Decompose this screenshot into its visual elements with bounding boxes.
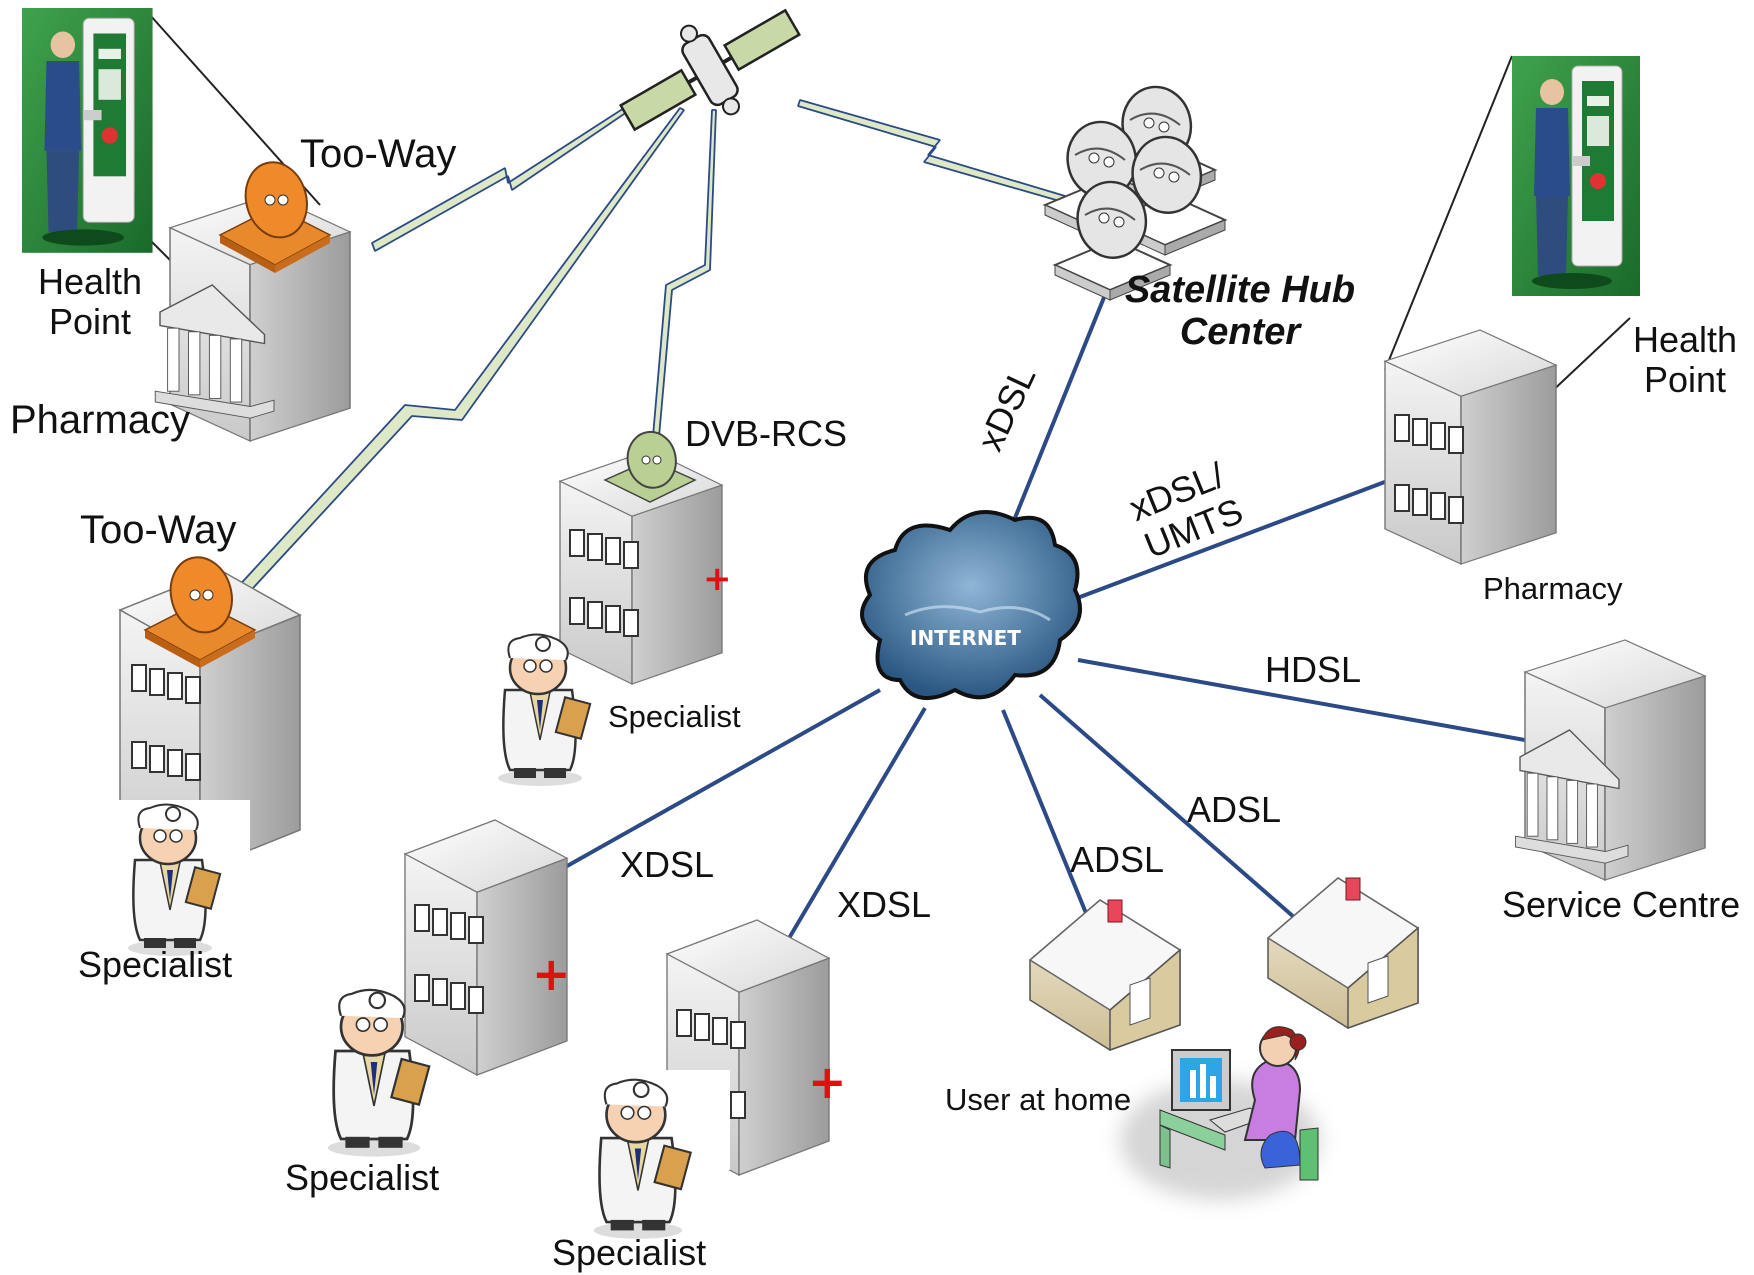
wired-links	[559, 289, 1526, 947]
house-right-icon	[1267, 877, 1419, 1029]
link-sat-too-way	[234, 107, 685, 601]
link-sat-dvb-rcs	[651, 109, 717, 449]
house-left-icon	[1029, 899, 1181, 1051]
label-specialist-bottom-left: Specialist	[285, 1157, 440, 1198]
label-pharmacy-left: Pharmacy	[10, 398, 191, 442]
link-internet-pharmacy-right	[1071, 478, 1391, 602]
link-internet-house-left	[1001, 709, 1090, 919]
satellite-hub-icon	[1043, 80, 1227, 302]
label-pharmacy-right: Pharmacy	[1483, 571, 1623, 606]
label-dvb-rcs: DVB-RCS	[685, 413, 848, 454]
link-hub-internet	[996, 289, 1109, 561]
hospital-left: +	[404, 819, 571, 1076]
label-specialist-bottom: Specialist	[552, 1232, 707, 1273]
satellite-icon	[619, 8, 801, 132]
label-xdsl-mid: XDSL	[837, 884, 932, 925]
label-satellite-hub-center: Satellite Hub Center	[1124, 269, 1356, 353]
service-centre-building	[1514, 639, 1706, 881]
svg-text:+: +	[532, 947, 571, 1001]
svg-text:+: +	[703, 559, 732, 599]
label-specialist-top: Specialist	[608, 699, 741, 734]
label-health-point-left: Health Point	[37, 261, 143, 342]
hospital-dvb-rcs: +	[559, 430, 732, 685]
health-point-kiosk-right	[1384, 55, 1641, 396]
label-adsl-home: ADSL	[1070, 839, 1165, 880]
label-too-way-mid: Too-Way	[80, 508, 237, 552]
label-adsl-right: ADSL	[1187, 789, 1282, 830]
label-internet: INTERNET	[910, 626, 1021, 650]
label-xdsl-left: XDSL	[620, 844, 715, 885]
link-internet-hospital-left	[559, 688, 881, 872]
user-computer-icon	[1120, 1026, 1320, 1200]
pharmacy-right-building	[1384, 329, 1557, 565]
link-internet-house-right	[1038, 693, 1297, 920]
link-internet-service-centre	[1077, 658, 1526, 742]
label-health-point-right: Health Point	[1632, 319, 1738, 400]
label-hdsl: HDSL	[1265, 649, 1362, 690]
label-too-way-top: Too-Way	[300, 132, 457, 176]
label-user-at-home: User at home	[945, 1082, 1132, 1117]
link-sat-hub	[797, 99, 1066, 203]
label-specialist-left: Specialist	[78, 944, 233, 985]
label-service-centre: Service Centre	[1502, 884, 1741, 925]
internet-cloud-icon	[860, 510, 1082, 700]
link-internet-hospital-mid	[783, 706, 927, 947]
hospital-mid: +	[650, 919, 847, 1176]
svg-text:+: +	[808, 1055, 847, 1109]
